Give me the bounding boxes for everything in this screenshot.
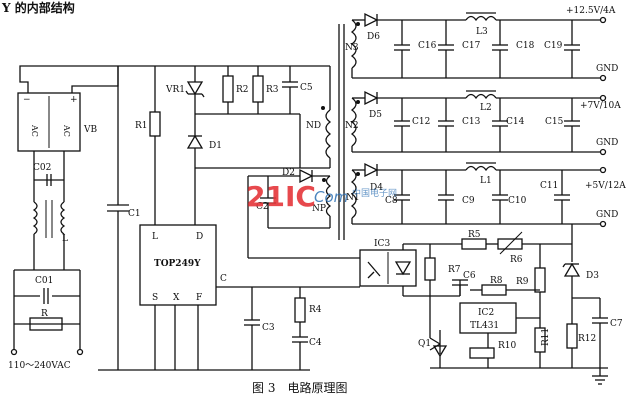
label-gnd3: GND <box>596 210 618 220</box>
label-c11: C11 <box>540 181 558 191</box>
label-r7: R7 <box>448 265 461 275</box>
label-r9: R9 <box>516 277 529 287</box>
label-c17: C17 <box>462 41 481 51</box>
input-filter-section: AC AC VB − + C02 L C01 R <box>8 65 119 371</box>
label-ac1: AC <box>30 124 39 137</box>
label-l: L <box>62 234 68 244</box>
label-c15: C15 <box>545 117 564 127</box>
label-c7: C7 <box>610 319 623 329</box>
label-c14: C14 <box>506 117 525 127</box>
svg-text:中国电子网: 中国电子网 <box>352 187 397 199</box>
label-c19: C19 <box>544 41 563 51</box>
label-c1: C1 <box>128 209 141 219</box>
label-c4: C4 <box>309 338 322 348</box>
label-c8: C8 <box>385 196 398 206</box>
svg-text:21IC: 21IC <box>246 180 316 213</box>
optocoupler-ic3 <box>359 249 417 287</box>
bridge-rectifier-vb <box>17 92 81 152</box>
label-d2: D2 <box>282 168 295 178</box>
svg-text:−: − <box>23 95 31 105</box>
label-top-x: X <box>173 293 180 303</box>
label-c12: C12 <box>412 117 430 127</box>
label-c18: C18 <box>516 41 535 51</box>
label-r10: R10 <box>498 341 517 351</box>
label-c10: C10 <box>508 196 527 206</box>
label-r1: R1 <box>135 121 148 131</box>
label-ic3: IC3 <box>374 239 390 249</box>
top249y-chip <box>139 224 217 306</box>
label-ic2b: TL431 <box>470 321 499 331</box>
label-d6: D6 <box>367 32 380 42</box>
label-gnd2: GND <box>596 138 618 148</box>
label-v1: +12.5V/4A <box>566 6 616 16</box>
svg-text:Com: Com <box>314 188 348 206</box>
output-rails: D6 L3 +12.5V/4A GND C16 C17 C18 C19 D5 L… <box>352 6 626 228</box>
label-n2: N2 <box>345 121 359 131</box>
label-r8: R8 <box>490 276 503 286</box>
svg-text:+: + <box>70 95 78 105</box>
label-c2: C2 <box>256 202 269 212</box>
watermark-21ic: 21IC Com 中国电子网 <box>246 180 397 213</box>
figure-caption: 图 3 电路原理图 <box>252 380 347 395</box>
label-n1: N1 <box>346 193 360 203</box>
label-c02: C02 <box>33 163 51 173</box>
label-r6: R6 <box>510 255 523 265</box>
label-top-c: C <box>220 274 227 284</box>
label-r12: R12 <box>578 334 596 344</box>
secondary-windings: N3 N2 N1 <box>345 19 360 224</box>
label-d3: D3 <box>586 271 599 281</box>
label-ic2a: IC2 <box>478 308 494 318</box>
label-c9: C9 <box>462 196 475 206</box>
label-r2: R2 <box>236 85 249 95</box>
label-r5: R5 <box>468 230 481 240</box>
label-r4: R4 <box>309 305 322 315</box>
label-c16: C16 <box>418 41 437 51</box>
label-vac: 110～240VAC <box>8 361 71 371</box>
label-gnd1: GND <box>596 64 618 74</box>
primary-section: C1 R1 VR1 D1 R2 R3 C5 <box>98 24 360 371</box>
label-ac2: AC <box>62 124 71 137</box>
label-d1: D1 <box>209 141 222 151</box>
label-c13: C13 <box>462 117 481 127</box>
label-v2: +7V/10A <box>580 101 621 111</box>
label-c01: C01 <box>35 276 53 286</box>
label-top-s: S <box>152 293 158 303</box>
label-top-d: D <box>196 232 203 242</box>
label-vr1: VR1 <box>165 85 185 95</box>
label-top-f: F <box>196 293 202 303</box>
label-top-name: TOP249Y <box>154 259 201 269</box>
label-q1: Q1 <box>418 339 431 349</box>
header-fragment: Y 的内部结构 <box>1 0 75 15</box>
label-c6: C6 <box>463 271 476 281</box>
label-d4: D4 <box>370 183 383 193</box>
label-l1: L1 <box>480 176 492 186</box>
label-np: NP <box>312 204 326 214</box>
label-v3: +5V/12A <box>585 181 626 191</box>
feedback-section: IC3 R5 R6 D3 R7 C6 <box>359 224 623 385</box>
label-l3: L3 <box>476 27 488 37</box>
label-r11: R11 <box>541 328 551 346</box>
label-l2: L2 <box>480 103 492 113</box>
label-c3: C3 <box>262 323 275 333</box>
label-top-l: L <box>152 232 158 242</box>
label-vb: VB <box>83 125 97 135</box>
label-d5: D5 <box>369 110 382 120</box>
label-r: R <box>41 309 48 319</box>
label-c5: C5 <box>300 83 313 93</box>
label-nd: ND <box>306 121 321 131</box>
label-r3: R3 <box>266 85 279 95</box>
label-n3: N3 <box>345 43 359 53</box>
